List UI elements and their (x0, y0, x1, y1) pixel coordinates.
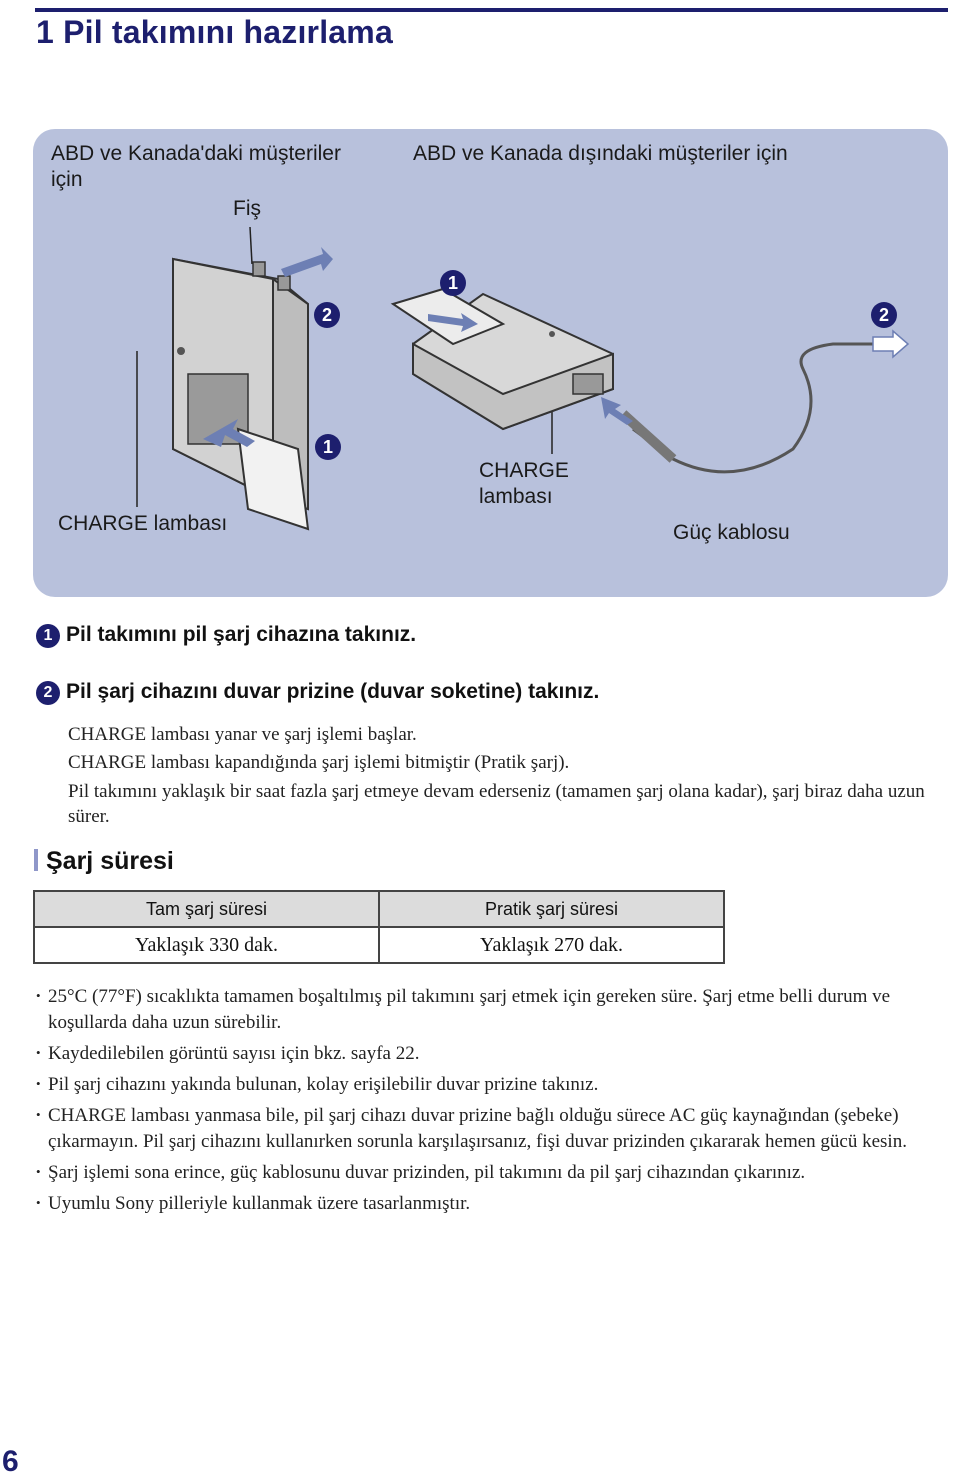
power-cord-label: Güç kablosu (673, 521, 790, 544)
marker-1-top: 1 (440, 270, 466, 296)
step-2-text: Pil şarj cihazını duvar prizine (duvar s… (66, 680, 600, 703)
table-header-quick: Pratik şarj süresi (378, 890, 725, 928)
header-rule (35, 8, 948, 12)
step-2-number: 2 (36, 681, 60, 705)
table-cell-full: Yaklaşık 330 dak. (33, 926, 380, 964)
charger-drawing (136, 226, 910, 531)
step2-detail-1: CHARGE lambası yanar ve şarj işlemi başl… (68, 724, 417, 745)
charge-time-table: Tam şarj süresi Pratik şarj süresi Yakla… (33, 890, 725, 964)
table-cell-quick: Yaklaşık 270 dak. (378, 926, 725, 964)
marker-2-left: 2 (314, 302, 340, 328)
page-number: 6 (2, 1445, 19, 1478)
step-1: 1 Pil takımını pil şarj cihazına takınız. (36, 623, 416, 648)
section-heading-bar (34, 849, 38, 871)
charger-us-drawing (172, 247, 333, 531)
section-heading-text: Şarj süresi (46, 847, 174, 875)
table-row: Yaklaşık 330 dak. Yaklaşık 270 dak. (33, 926, 725, 964)
left-heading-line2: için (51, 168, 83, 191)
list-item: Şarj işlemi sona erince, güç kablosunu d… (36, 1159, 946, 1186)
list-item: CHARGE lambası yanmasa bile, pil şarj ci… (36, 1102, 946, 1155)
list-item: Uyumlu Sony pilleriyle kullanmak üzere t… (36, 1190, 946, 1217)
list-item: Kaydedilebilen görüntü sayısı için bkz. … (36, 1040, 946, 1067)
table-header-row: Tam şarj süresi Pratik şarj süresi (33, 890, 725, 928)
page-title: 1 Pil takımını hazırlama (36, 14, 393, 50)
list-item: Pil şarj cihazını yakında bulunan, kolay… (36, 1071, 946, 1098)
charger-intl-drawing (390, 287, 910, 474)
step2-detail-3: Pil takımını yaklaşık bir saat fazla şar… (68, 781, 925, 827)
list-item: 25°C (77°F) sıcaklıkta tamamen boşaltılm… (36, 983, 946, 1036)
step2-detail-2: CHARGE lambası kapandığında şarj işlemi … (68, 752, 570, 773)
marker-2-right: 2 (871, 302, 897, 328)
charger-illustration-panel: ABD ve Kanada'daki müşteriler için ABD v… (33, 129, 948, 597)
charge-lamp-label-left: CHARGE lambası (58, 512, 228, 535)
table-header-full: Tam şarj süresi (33, 890, 380, 928)
step-1-text: Pil takımını pil şarj cihazına takınız. (66, 623, 417, 646)
step-1-number: 1 (36, 624, 60, 648)
step-2: 2 Pil şarj cihazını duvar prizine (duvar … (36, 680, 599, 705)
right-heading: ABD ve Kanada dışındaki müşteriler için (413, 142, 788, 165)
notes-list: 25°C (77°F) sıcaklıkta tamamen boşaltılm… (36, 983, 946, 1221)
marker-1-bottom: 1 (315, 434, 341, 460)
plug-label: Fiş (233, 197, 261, 220)
left-heading-line1: ABD ve Kanada'daki müşteriler (51, 142, 341, 165)
charge-lamp-label-right-line2: lambası (479, 485, 553, 508)
section-heading: Şarj süresi (34, 847, 174, 876)
charge-lamp-label-right-line1: CHARGE (479, 459, 569, 482)
